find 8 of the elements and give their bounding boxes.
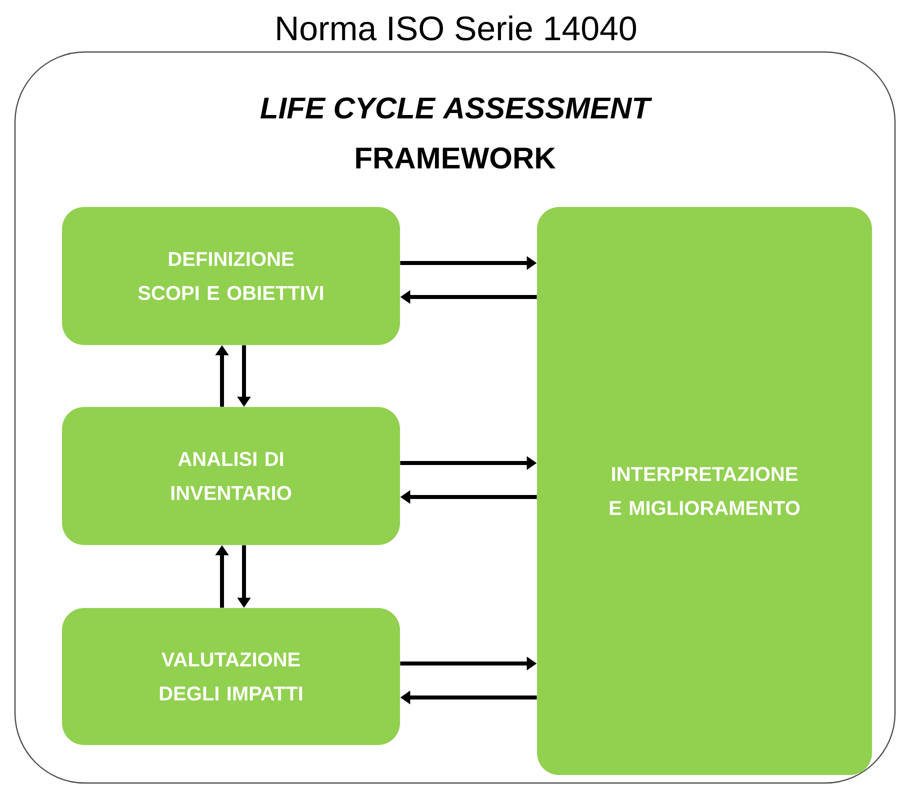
process-box: DEFINIZIONE SCOPI E OBIETTIVI — [62, 207, 400, 345]
process-box: INTERPRETAZIONE E MIGLIORAMENTO — [537, 207, 872, 775]
process-box: VALUTAZIONE DEGLI IMPATTI — [62, 608, 400, 745]
heading: FRAMEWORK — [356, 147, 556, 169]
title: Norma ISO Serie 14040 — [277, 16, 636, 40]
heading: LIFE CYCLE ASSESSMENT — [260, 97, 652, 119]
frame — [14, 51, 896, 784]
process-box: ANALISI DI INVENTARIO — [62, 407, 400, 545]
